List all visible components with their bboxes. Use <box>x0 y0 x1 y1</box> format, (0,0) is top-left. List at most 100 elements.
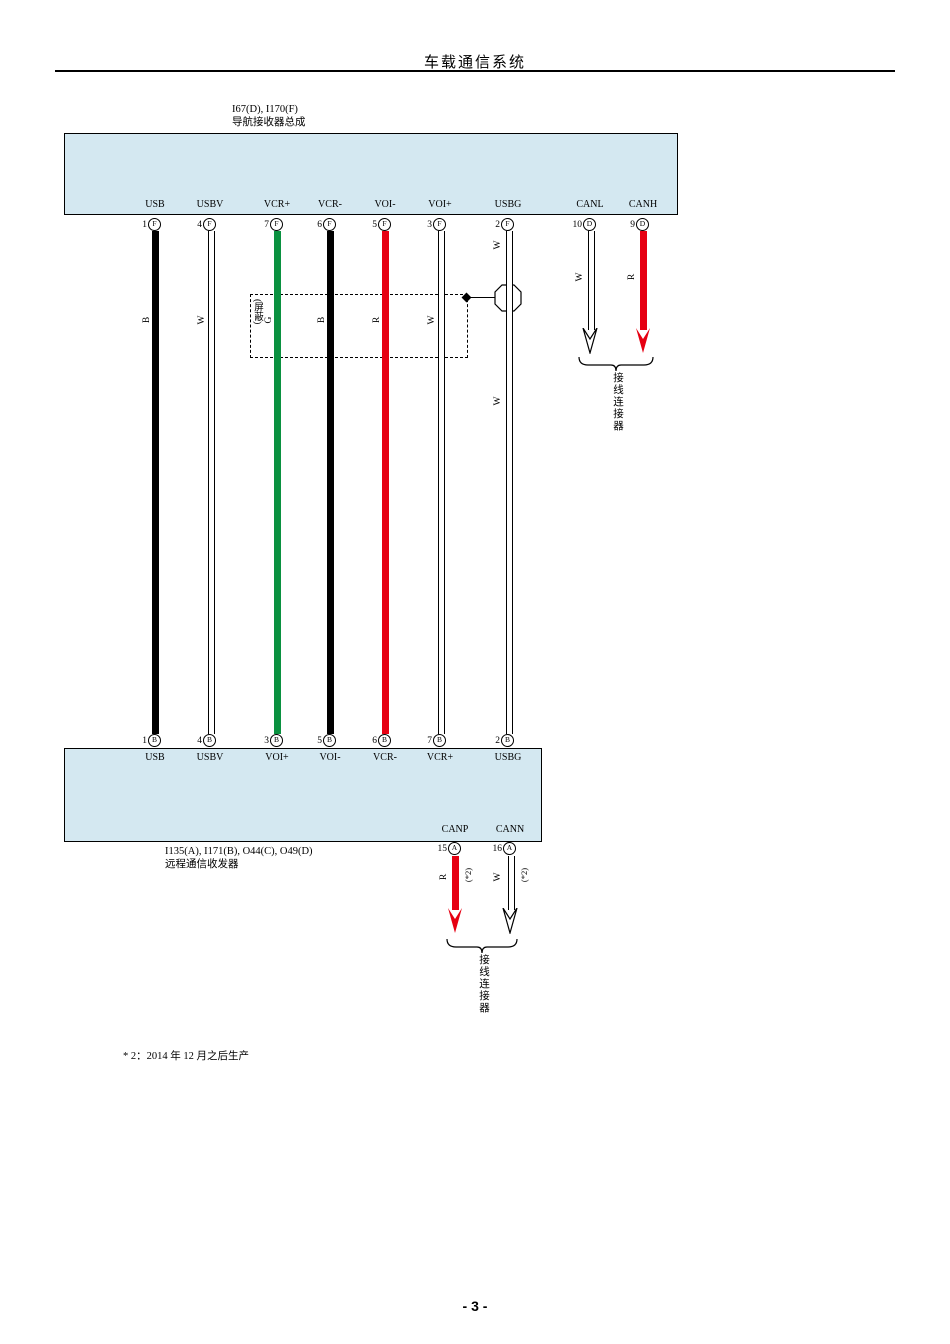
signal-label: VCR+ <box>263 199 291 210</box>
pin-number: 15 <box>437 843 448 854</box>
signal-label: CANN <box>495 824 525 835</box>
pin-number: 7 <box>264 219 269 230</box>
wire-note-label: (*2) <box>463 867 473 883</box>
wire-color-label: G <box>264 316 274 324</box>
top-block-labels: I67(D), I170(F) 导航接收器总成 <box>232 103 306 129</box>
connector-circle: B <box>378 734 391 747</box>
signal-label: CANL <box>576 199 604 210</box>
signal-label: VCR- <box>318 199 342 210</box>
pin-number: 7 <box>427 735 432 746</box>
signal-label: VOI+ <box>265 752 289 763</box>
pin-number: 6 <box>372 735 377 746</box>
navigation-receiver-block <box>64 133 678 215</box>
connector-circle: F <box>203 218 216 231</box>
canh-arrow-icon <box>636 328 650 353</box>
shield-label: (屏蔽) <box>252 299 262 325</box>
bottom-block-ref: I135(A), I171(B), O44(C), O49(D) <box>165 846 313 857</box>
connector-circle: B <box>148 734 161 747</box>
telematics-transceiver-block <box>64 748 542 842</box>
pin-number: 2 <box>495 219 500 230</box>
signal-label: CANH <box>628 199 658 210</box>
top-block-name: 导航接收器总成 <box>232 117 306 128</box>
junction-brace-top <box>578 357 654 372</box>
pin-number: 6 <box>317 219 322 230</box>
connector-circle: B <box>501 734 514 747</box>
signal-label: USB <box>145 752 165 763</box>
wire-color-label: W <box>493 396 503 406</box>
connector-circle: F <box>378 218 391 231</box>
wire-color-label: W <box>427 315 437 325</box>
connector-circle: B <box>433 734 446 747</box>
page-number: - 3 - <box>462 1298 488 1314</box>
wire-color-label: B <box>142 316 152 324</box>
connector-circle: B <box>323 734 336 747</box>
wire-color-label: R <box>627 273 637 281</box>
wire-cann-white <box>508 856 515 910</box>
pin-number: 2 <box>495 735 500 746</box>
pin-number: 5 <box>372 219 377 230</box>
signal-label: USBG <box>494 752 522 763</box>
pin-number: 4 <box>197 735 202 746</box>
wire-vcr-plus-green <box>274 231 281 734</box>
connector-circle: F <box>148 218 161 231</box>
wire-canh-red <box>640 231 647 330</box>
wire-note-label: (*2) <box>519 867 529 883</box>
pin-number: 9 <box>630 219 635 230</box>
cann-arrow-icon <box>502 908 518 934</box>
signal-label: VOI+ <box>428 199 452 210</box>
connector-circle: B <box>203 734 216 747</box>
pin-number: 3 <box>264 735 269 746</box>
signal-label: USBV <box>196 752 224 763</box>
signal-label: USB <box>145 199 165 210</box>
wire-color-label: R <box>439 873 449 881</box>
signal-label: CANP <box>441 824 469 835</box>
pin-number: 3 <box>427 219 432 230</box>
top-block-ref: I67(D), I170(F) <box>232 104 298 115</box>
connector-circle: D <box>583 218 596 231</box>
signal-label: USBV <box>196 199 224 210</box>
bottom-block-name: 远程通信收发器 <box>165 859 239 870</box>
wire-voi-minus-red <box>382 231 389 734</box>
junction-brace-bottom <box>446 939 518 954</box>
pin-number: 1 <box>142 219 147 230</box>
pin-number: 1 <box>142 735 147 746</box>
wire-color-label: W <box>575 272 585 282</box>
wire-canl-white <box>588 231 595 330</box>
canp-arrow-icon <box>448 908 462 933</box>
signal-label: USBG <box>494 199 522 210</box>
shield-link-line <box>470 297 496 299</box>
connector-circle: F <box>323 218 336 231</box>
signal-label: VOI- <box>374 199 396 210</box>
page-title: 车载通信系统 <box>423 55 526 71</box>
wire-voi-plus-white <box>438 231 445 734</box>
connector-circle: F <box>433 218 446 231</box>
shield-dashed-box <box>250 294 468 358</box>
wire-color-label: R <box>372 316 382 324</box>
pin-number: 10 <box>572 219 583 230</box>
junction-connector-label-bottom: 接线连接器 <box>478 954 489 1014</box>
signal-label: VCR+ <box>426 752 454 763</box>
wire-vcr-minus-black <box>327 231 334 734</box>
bottom-block-labels: I135(A), I171(B), O44(C), O49(D) 远程通信收发器 <box>165 845 313 871</box>
wire-color-label: B <box>317 316 327 324</box>
connector-circle: F <box>501 218 514 231</box>
connector-circle: B <box>270 734 283 747</box>
wire-color-label: W <box>197 315 207 325</box>
connector-circle: D <box>636 218 649 231</box>
